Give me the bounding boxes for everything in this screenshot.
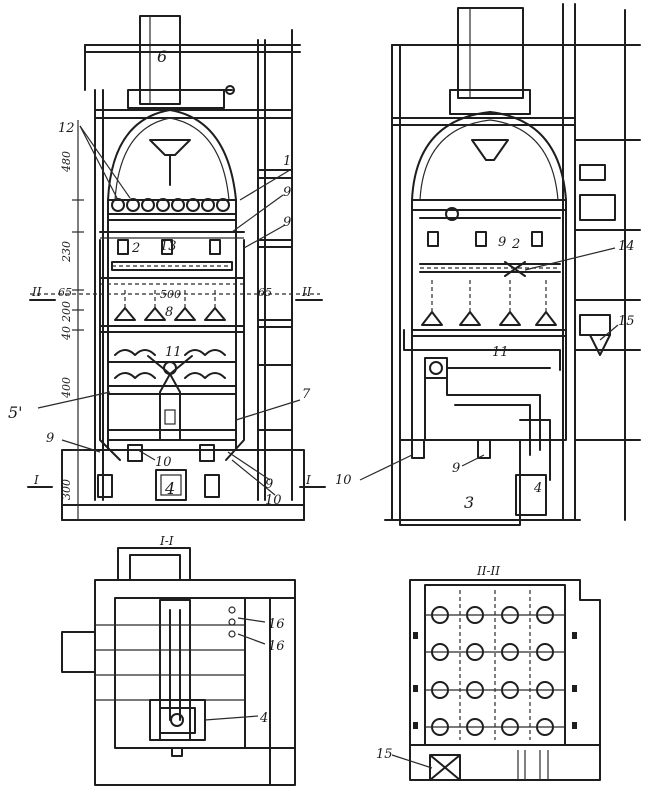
label-10a: 10	[155, 455, 172, 470]
dim-500: 500	[160, 288, 181, 301]
label-4c: 4	[259, 711, 268, 726]
dim-400: 400	[60, 377, 73, 399]
label-13: 13	[160, 239, 177, 254]
dim-300: 300	[60, 479, 73, 500]
label-10b: 10	[265, 493, 282, 508]
plan-section-II-II	[391, 579, 601, 781]
section-left-I: I	[33, 473, 39, 487]
label-16b: 16	[268, 639, 285, 654]
label-2: 2	[131, 241, 140, 256]
label-10c: 10	[335, 473, 352, 488]
label-9f: 9	[452, 461, 460, 476]
right-elevation	[359, 3, 641, 526]
dim-200: 200	[60, 301, 73, 323]
section-plan-II: II-II	[476, 564, 500, 578]
section-plan-I: I-I	[159, 534, 174, 548]
label-12: 12	[58, 121, 75, 136]
label-9a: 9	[283, 185, 291, 200]
label-9c: 9	[46, 431, 54, 446]
label-9d: 9	[265, 477, 273, 492]
label-15a: 15	[618, 314, 635, 329]
label-11b: 11	[492, 345, 509, 360]
label-9b: 9	[283, 215, 291, 230]
ring-row-top	[107, 198, 237, 221]
label-15b: 15	[376, 747, 393, 762]
label-8: 8	[165, 305, 173, 320]
section-right-II: II	[301, 285, 312, 299]
level-8-cones	[99, 290, 245, 333]
dimension-labels: 480 230 65 200 40 400 300 500 65	[58, 151, 272, 500]
label-4b: 4	[533, 481, 542, 496]
label-14: 14	[618, 239, 635, 254]
dim-65b: 65	[258, 286, 272, 299]
label-11a: 11	[165, 345, 182, 360]
section-right-I: I	[305, 473, 311, 487]
section-left-II: II	[31, 285, 42, 299]
label-2b: 2	[511, 237, 520, 252]
label-6: 6	[157, 47, 167, 66]
label-7: 7	[302, 387, 311, 402]
label-9e: 9	[498, 235, 506, 250]
dim-65: 65	[58, 286, 72, 299]
dim-40: 40	[60, 326, 73, 341]
part-labels: 6 12 1 9 9 2 13 8 11 5' 7 9 10 4 9 10 14…	[8, 47, 635, 762]
section-labels: II II I I I-I II-II	[31, 285, 500, 578]
label-3: 3	[464, 493, 474, 512]
label-5: 5'	[8, 403, 23, 422]
label-1: 1	[283, 154, 291, 169]
plan-section-I-I	[61, 547, 296, 786]
left-elevation	[27, 15, 326, 521]
level-2-heaters	[99, 239, 245, 285]
label-16a: 16	[268, 617, 285, 632]
dim-480: 480	[60, 151, 73, 173]
heater-grid	[425, 606, 565, 736]
dim-230: 230	[60, 241, 73, 263]
label-4: 4	[164, 479, 175, 498]
